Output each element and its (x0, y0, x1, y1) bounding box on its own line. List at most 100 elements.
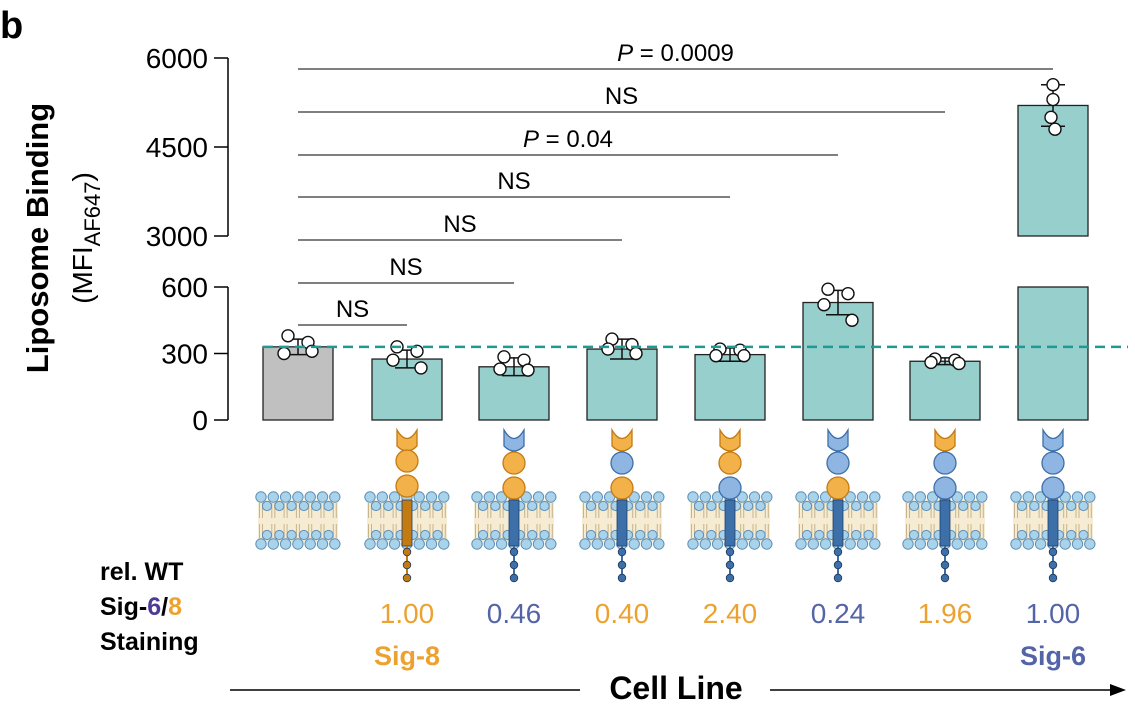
lipid-head-icon (958, 500, 969, 512)
lipid-head-icon (687, 538, 699, 550)
data-point (821, 282, 835, 296)
lipid-head-icon (807, 538, 819, 550)
binding-domain-icon (1042, 427, 1064, 452)
lipid-head-icon (311, 529, 322, 541)
lipid-head-icon (1022, 491, 1035, 503)
ig-domain-icon (395, 449, 419, 473)
row-label-sig: Sig-6/8 (100, 593, 182, 621)
lipid-head-icon (755, 500, 766, 512)
lipid-head-icon (267, 538, 279, 550)
staining-tag: Sig-8 (374, 641, 440, 671)
rel-wt-value: 0.24 (811, 598, 866, 629)
lipid-head-icon (376, 491, 388, 503)
lipid-head-icon (1078, 500, 1089, 512)
lipid-head-icon (483, 538, 495, 550)
tail-bead-icon (725, 547, 735, 557)
data-point (952, 356, 966, 371)
lipid-head-icon (539, 500, 550, 512)
lipid-head-icon (432, 529, 443, 541)
y-axis-sub-suffix: ) (67, 172, 98, 181)
lipid-head-icon (706, 529, 717, 541)
lipid-head-icon (267, 491, 279, 503)
tail-bead-icon (833, 573, 843, 583)
lipid-head-icon (261, 500, 273, 512)
lipid-head-icon (383, 500, 394, 512)
row-label-sig-6: 6 (147, 593, 161, 621)
lipid-head-icon (1059, 538, 1071, 550)
lipid-head-icon (438, 491, 450, 503)
data-point (1046, 77, 1060, 92)
y-axis-sub-prefix: (MFI (67, 246, 98, 304)
lipid-head-icon (298, 529, 309, 541)
data-point (629, 346, 643, 361)
lipid-head-icon (279, 538, 292, 550)
row-label-rel-wt: rel. WT (100, 558, 183, 586)
lipid-head-icon (413, 538, 425, 550)
lipid-head-icon (869, 538, 881, 550)
bar (262, 346, 334, 421)
lipid-head-icon (635, 500, 646, 512)
lipid-head-icon (539, 529, 550, 541)
tail-bead-icon (402, 560, 412, 570)
data-points-group (277, 77, 1062, 377)
lipid-head-icon (532, 538, 545, 550)
lipid-head-icon (653, 538, 665, 550)
lipid-head-icon (1016, 500, 1028, 512)
lipid-head-icon (255, 491, 267, 503)
lipid-head-icon (304, 538, 316, 550)
lipid-head-icon (255, 538, 267, 550)
data-point (521, 363, 535, 377)
bar (586, 348, 658, 421)
lipid-head-icon (748, 491, 761, 503)
lipid-head-icon (1071, 538, 1084, 550)
lipid-head-icon (413, 491, 425, 503)
rel-wt-value: 1.00 (1026, 598, 1081, 629)
tail-bead-icon (833, 560, 843, 570)
tail-bead-icon (1048, 560, 1058, 570)
transmembrane-domain (508, 499, 520, 547)
lipid-head-icon (914, 538, 926, 550)
row-label-sig-prefix: Sig- (100, 593, 147, 621)
binding-domain-icon (396, 427, 418, 452)
data-point (1048, 122, 1062, 136)
bar (909, 360, 981, 421)
data-point (497, 350, 511, 364)
lipid-head-icon (1084, 491, 1096, 503)
lipid-head-icon (1084, 538, 1096, 550)
lipid-head-icon (591, 491, 603, 503)
construct-5 (795, 427, 881, 583)
rel-wt-value: 0.46 (487, 598, 542, 629)
arrow-head-icon (1110, 684, 1126, 696)
lipid-head-icon (761, 491, 773, 503)
lipid-head-icon (801, 529, 813, 541)
panel-label: b (0, 5, 23, 47)
lipid-head-icon (579, 538, 591, 550)
lipid-head-icon (687, 491, 699, 503)
ig-domain-icon (610, 476, 634, 500)
lipid-head-icon (863, 500, 874, 512)
lipid-head-icon (598, 529, 609, 541)
lipid-head-icon (976, 538, 988, 550)
data-point (845, 313, 859, 327)
construct-3 (579, 427, 665, 583)
tail-bead-icon (509, 547, 519, 557)
lipid-head-icon (908, 529, 920, 541)
ig-domain-icon (610, 451, 634, 475)
y-tick-label: 3000 (146, 221, 208, 252)
lipid-head-icon (844, 538, 856, 550)
ig-domain-icon (502, 476, 526, 500)
lipid-head-icon (1066, 529, 1077, 541)
lipid-head-icon (755, 529, 766, 541)
data-point (277, 346, 291, 361)
lipid-head-icon (693, 500, 705, 512)
lipid-head-icon (425, 491, 438, 503)
lipid-head-icon (585, 500, 597, 512)
lipid-head-icon (292, 491, 304, 503)
lipid-head-icon (1029, 529, 1040, 541)
tail-bead-icon (617, 547, 627, 557)
lipid-head-icon (748, 538, 761, 550)
lipid-head-icon (279, 491, 292, 503)
data-point (281, 329, 295, 343)
lipid-head-icon (653, 491, 665, 503)
